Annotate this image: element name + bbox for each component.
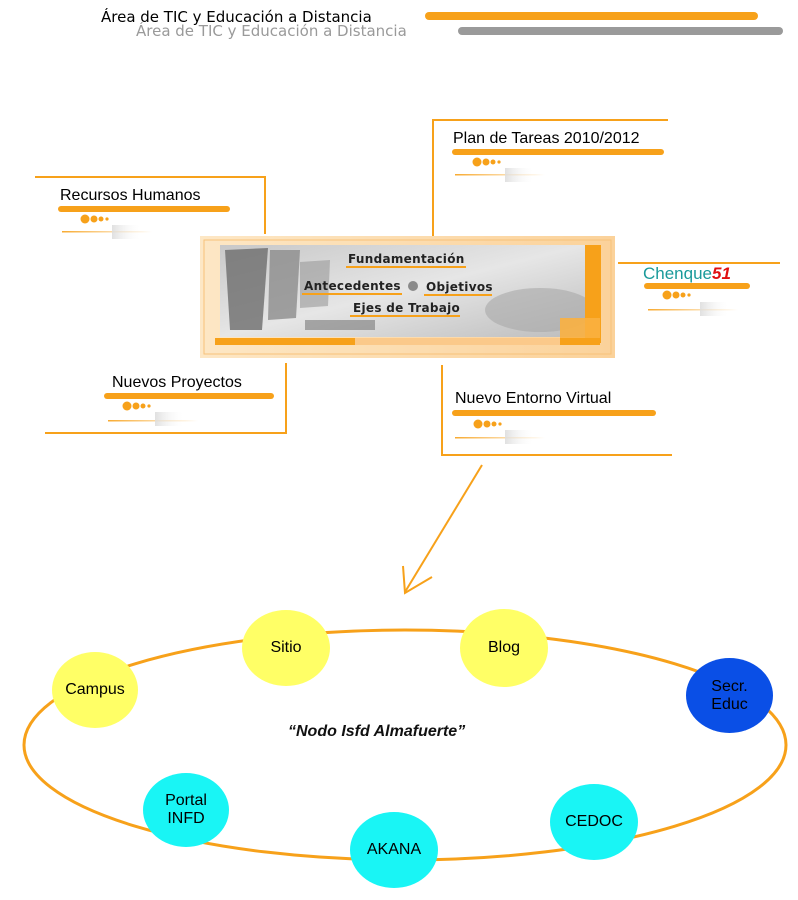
node-blog[interactable]: Blog <box>460 609 548 687</box>
header-gray-bar <box>458 27 783 35</box>
node-cedoc[interactable]: CEDOC <box>550 784 638 860</box>
chenque-word: Chenque <box>643 264 713 283</box>
chenque-box-graphics <box>618 262 780 316</box>
entorno-box-graphics <box>441 365 672 456</box>
node-campus[interactable]: Campus <box>52 652 138 728</box>
header-bars <box>425 12 783 35</box>
node-secr-educ[interactable]: Secr. Educ <box>686 658 773 733</box>
link-nuevo-entorno-virtual[interactable]: Nuevo Entorno Virtual <box>455 390 612 407</box>
node-akana-label: AKANA <box>366 841 422 858</box>
header-title-shadow: Área de TIC y Educación a Distancia <box>136 22 407 40</box>
header-title: Área de TIC y Educación a Distancia <box>101 8 372 26</box>
link-ejes-de-trabajo[interactable]: Ejes de Trabajo <box>353 301 461 315</box>
node-portal-label-2: INFD <box>167 810 205 827</box>
nuevos-proyectos-box-graphics <box>45 363 287 434</box>
link-objetivos[interactable]: Objetivos <box>426 280 493 294</box>
node-portal-label-1: Portal <box>165 792 207 809</box>
network-title: “Nodo Isfd Almafuerte” <box>288 723 466 740</box>
link-antecedentes[interactable]: Antecedentes <box>304 279 401 293</box>
node-blog-label: Blog <box>487 639 521 656</box>
connector-arrow <box>402 464 483 595</box>
plan-box-graphics <box>432 119 668 236</box>
recursos-box-graphics <box>35 176 266 239</box>
chenque-number: 51 <box>712 264 731 283</box>
header-orange-bar <box>425 12 758 20</box>
node-campus-label: Campus <box>65 681 125 698</box>
link-recursos-humanos[interactable]: Recursos Humanos <box>60 187 201 204</box>
link-chenque51[interactable]: Chenque51 <box>643 264 731 284</box>
node-secr-label-2: Educ <box>711 695 748 713</box>
node-sitio[interactable]: Sitio <box>242 610 330 686</box>
node-akana[interactable]: AKANA <box>350 812 438 888</box>
node-portal-infd[interactable]: Portal INFD <box>143 773 229 847</box>
node-sitio-label: Sitio <box>270 639 302 656</box>
center-panel-graphics <box>200 236 615 358</box>
node-cedoc-label: CEDOC <box>565 813 623 830</box>
link-fundamentacion[interactable]: Fundamentación <box>348 252 465 266</box>
node-secr-label-1: Secr. <box>711 677 748 695</box>
link-nuevos-proyectos[interactable]: Nuevos Proyectos <box>112 374 242 391</box>
link-plan-de-tareas[interactable]: Plan de Tareas 2010/2012 <box>453 130 640 147</box>
